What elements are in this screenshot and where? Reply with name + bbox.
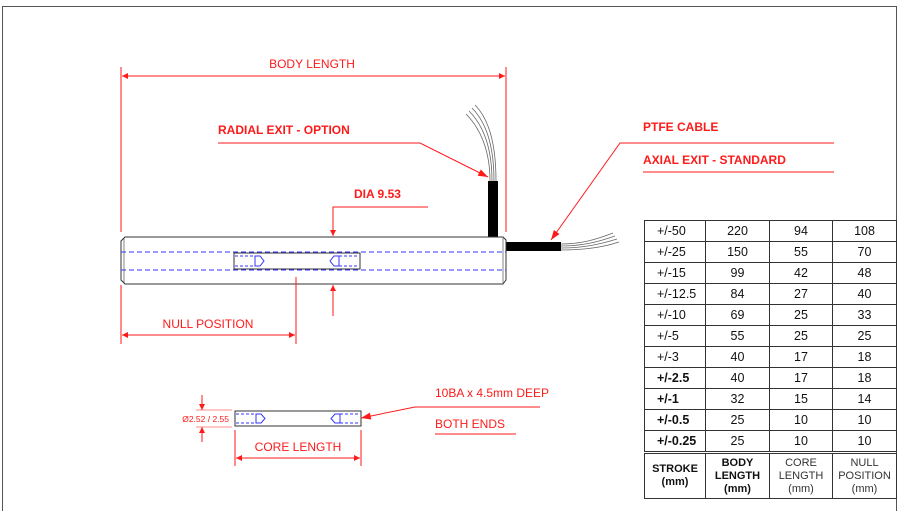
- cell-stroke: +/-1: [644, 388, 706, 410]
- cell-body-length: 40: [705, 367, 770, 389]
- cell-core-length: 17: [769, 367, 833, 389]
- cell-stroke: +/-3: [644, 346, 706, 368]
- axial-exit-label: AXIAL EXIT - STANDARD: [643, 153, 786, 167]
- cell-core-length: 17: [769, 346, 833, 368]
- header-line: CORE: [785, 456, 817, 469]
- cell-null-position: 10: [832, 409, 897, 431]
- cell-null-position: 14: [832, 388, 897, 410]
- header-line: (mm): [851, 482, 878, 495]
- cell-stroke: +/-0.25: [644, 430, 706, 453]
- thread-label: 10BA x 4.5mm DEEP: [435, 386, 549, 400]
- cell-null-position: 40: [832, 283, 897, 305]
- cell-null-position: 18: [832, 367, 897, 389]
- cell-body-length: 40: [705, 346, 770, 368]
- cell-null-position: 70: [832, 241, 897, 263]
- transducer-body: [120, 236, 507, 285]
- cell-core-length: 25: [769, 304, 833, 326]
- core-detail: Ø2.52 / 2.55 10BA x 4.5mm DEEP BOTH ENDS…: [182, 386, 549, 466]
- header-line: BODY: [721, 456, 754, 469]
- core-length-label: CORE LENGTH: [255, 440, 342, 454]
- cell-null-position: 108: [832, 220, 897, 242]
- axial-exit-callout: PTFE CABLE AXIAL EXIT - STANDARD: [550, 120, 834, 241]
- null-position-label: NULL POSITION: [163, 317, 254, 331]
- radial-cable: [465, 104, 498, 238]
- body-length-label: BODY LENGTH: [269, 57, 355, 71]
- cell-body-length: 25: [705, 409, 770, 431]
- cell-body-length: 32: [705, 388, 770, 410]
- diameter-label: DIA 9.53: [354, 187, 401, 201]
- core-diameter-label: Ø2.52 / 2.55: [182, 414, 229, 424]
- cell-core-length: 27: [769, 283, 833, 305]
- null-position-dimension: NULL POSITION: [120, 277, 297, 344]
- both-ends-label: BOTH ENDS: [435, 417, 505, 431]
- cell-stroke: +/-2.5: [644, 367, 706, 389]
- radial-exit-callout: RADIAL EXIT - OPTION: [218, 123, 489, 178]
- radial-exit-label: RADIAL EXIT - OPTION: [218, 123, 350, 137]
- header-line: (mm): [661, 476, 689, 488]
- cell-null-position: 25: [832, 325, 897, 347]
- cell-stroke: +/-12.5: [644, 283, 706, 305]
- cell-body-length: 84: [705, 283, 770, 305]
- ptfe-cable-label: PTFE CABLE: [643, 120, 718, 134]
- header-stroke: STROKE(mm): [644, 451, 706, 499]
- header-line: POSITION: [838, 469, 891, 482]
- cell-stroke: +/-15: [644, 262, 706, 284]
- cell-stroke: +/-0.5: [644, 409, 706, 431]
- cell-null-position: 10: [832, 430, 897, 453]
- cell-body-length: 220: [705, 220, 770, 242]
- cell-core-length: 25: [769, 325, 833, 347]
- diameter-dimension: DIA 9.53: [330, 187, 428, 316]
- header-line: (mm): [724, 482, 751, 495]
- cell-core-length: 15: [769, 388, 833, 410]
- cell-core-length: 94: [769, 220, 833, 242]
- cell-core-length: 42: [769, 262, 833, 284]
- cell-stroke: +/-50: [644, 220, 706, 242]
- cell-body-length: 150: [705, 241, 770, 263]
- axial-cable: [505, 232, 620, 251]
- cell-null-position: 33: [832, 304, 897, 326]
- cell-core-length: 10: [769, 409, 833, 431]
- cell-core-length: 55: [769, 241, 833, 263]
- core-in-body: [233, 252, 361, 270]
- cell-body-length: 69: [705, 304, 770, 326]
- cell-stroke: +/-10: [644, 304, 706, 326]
- header-line: STROKE: [652, 463, 698, 475]
- header-line: LENGTH: [714, 469, 761, 482]
- header-line: NULL: [850, 456, 879, 469]
- cell-null-position: 48: [832, 262, 897, 284]
- body-length-dimension: BODY LENGTH: [120, 57, 507, 232]
- cell-body-length: 99: [705, 262, 770, 284]
- cell-body-length: 55: [705, 325, 770, 347]
- header-line: LENGTH: [778, 469, 824, 482]
- cell-null-position: 18: [832, 346, 897, 368]
- drawing-frame: [2, 6, 897, 511]
- cell-stroke: +/-5: [644, 325, 706, 347]
- header-line: (mm): [788, 482, 814, 495]
- cell-stroke: +/-25: [644, 241, 706, 263]
- cell-core-length: 10: [769, 430, 833, 453]
- cell-body-length: 25: [705, 430, 770, 453]
